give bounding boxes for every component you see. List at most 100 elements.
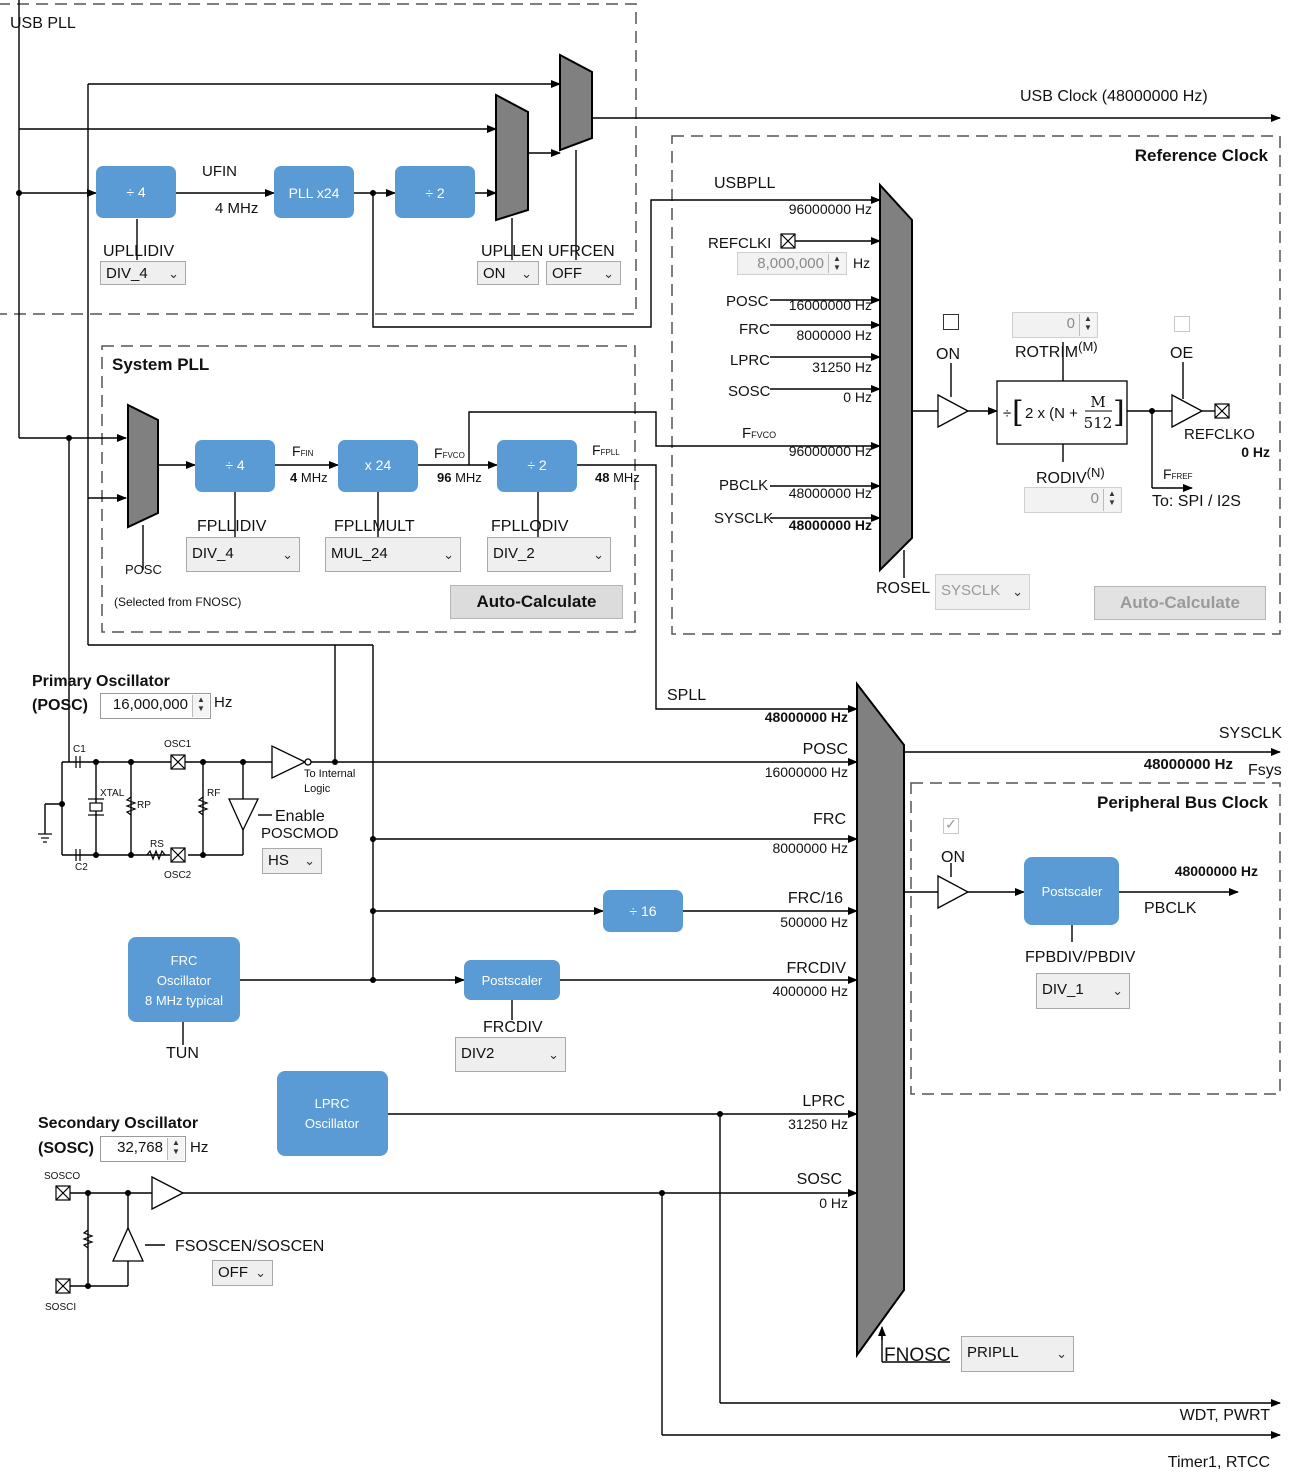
mux-posc-hz: 16000000 Hz [765,764,848,780]
fpllidiv-select[interactable]: DIV_4⌄ [186,537,300,572]
spinner-icon[interactable]: ▲▼ [1079,314,1096,336]
frc-div16-block [603,890,683,932]
usb-clock-output-label: USB Clock (48000000 Hz) [1020,88,1208,105]
chevron-down-icon: ⌄ [1112,983,1123,998]
ref-refclki-label: REFCLKI [708,235,771,252]
pbclk-hz: 48000000 Hz [1175,863,1258,879]
sosco-label: SOSCO [44,1171,80,1182]
sosc-frequency-input[interactable]: 32,768▲▼ [100,1136,186,1162]
frcdiv-value: DIV2 [461,1045,495,1062]
rosel-select[interactable]: SYSCLK⌄ [935,574,1030,610]
upll-div4-label: ÷ 4 [126,184,146,200]
posc-title-line1: Primary Oscillator [32,673,170,690]
fpllodiv-select[interactable]: DIV_2⌄ [487,537,611,572]
refclki-frequency-input[interactable]: 8,000,000▲▼ [737,252,847,275]
mux-posc-label: POSC [803,741,848,758]
ufrcen-select[interactable]: OFF⌄ [546,261,621,285]
xtal-label: XTAL [100,788,125,799]
ref-pbclk-hz: 48000000 Hz [789,485,872,501]
fpll-freq: 48 MHz [595,470,640,485]
posc-frequency-input[interactable]: 16,000,000▲▼ [100,693,211,719]
mux-frc-label: FRC [813,811,846,828]
lprc-osc-line2: Oscillator [305,1116,360,1131]
system-pll-title: System PLL [112,355,209,374]
poscmod-select[interactable]: HS⌄ [262,848,322,874]
usb-mux-2-icon [559,53,593,152]
mux-frc-hz: 8000000 Hz [772,840,848,856]
rotrim-input[interactable]: 0▲▼ [1012,312,1098,338]
osc2-label: OSC2 [164,870,192,881]
c1-label: C1 [73,744,86,755]
selected-from-fnosc: (Selected from FNOSC) [114,595,241,609]
chevron-down-icon: ⌄ [548,1047,559,1062]
soscen-buffer-icon [111,1226,145,1262]
ref-frc-hz: 8000000 Hz [796,327,872,343]
syspll-auto-calculate-button[interactable]: Auto-Calculate [450,585,623,619]
ref-clock-mux-icon [879,182,913,573]
ref-frc-label: FRC [739,321,770,338]
sosci-pin [55,1278,71,1294]
fpllidiv-label: FPLLIDIV [197,518,267,535]
formula-m: M [1090,393,1105,411]
reference-clock-title: Reference Clock [1135,146,1269,165]
spinner-icon[interactable]: ▲▼ [1103,489,1120,511]
rosel-value: SYSCLK [941,582,1001,599]
reference-clock-section [671,135,1281,635]
ref-auto-calculate-button[interactable]: Auto-Calculate [1094,586,1266,620]
oe-buffer-icon [1171,393,1204,429]
mux-spll-label: SPLL [667,687,706,704]
chevron-down-icon: ⌄ [255,1265,266,1280]
upllen-select[interactable]: ON⌄ [477,261,539,285]
checkmark-icon: ✓ [945,816,957,832]
peripheral-bus-title: Peripheral Bus Clock [1097,793,1269,812]
fpllmult-label: FPLLMULT [334,518,415,535]
mux-sosc-hz: 0 Hz [819,1195,848,1211]
fpll-label: FFPLL [592,442,620,458]
chevron-down-icon: ⌄ [168,266,179,281]
syspll-posc-label: POSC [125,562,162,577]
sosc-title-line2: (SOSC) [38,1140,94,1157]
frcdiv-select[interactable]: DIV2 ⌄ [455,1037,566,1072]
fpllmult-select[interactable]: MUL_24 ⌄ [325,537,461,572]
logic-label: Logic [304,783,331,795]
pbdiv-select[interactable]: DIV_1⌄ [1036,973,1130,1009]
mux-frcdiv-hz: 4000000 Hz [772,983,848,999]
sysclk-output-label: SYSCLK [1219,725,1282,742]
c2-label: C2 [75,862,88,873]
upll-div2-label: ÷ 2 [425,185,445,201]
rodiv-input[interactable]: 0▲▼ [1024,487,1122,513]
osc1-pin [170,754,186,770]
pb-on-checkbox[interactable]: ✓ [943,816,959,834]
ref-sysclk-hz: 48000000 Hz [789,517,872,533]
lprc-oscillator-block [277,1071,388,1156]
spinner-icon[interactable]: ▲▼ [167,1138,184,1160]
pb-postscaler-block [1024,857,1119,925]
ref-on-checkbox[interactable] [943,314,959,330]
pbdiv-label: FPBDIV/PBDIV [1025,949,1136,966]
mux-lprc-label: LPRC [802,1093,845,1110]
oe-label: OE [1170,345,1193,362]
fnosc-select[interactable]: PRIPLL⌄ [961,1336,1074,1372]
ref-refclki-hz: Hz [853,255,870,271]
upllidiv-select[interactable]: DIV_4⌄ [100,261,186,285]
spinner-icon[interactable]: ▲▼ [828,254,845,273]
lprc-osc-line1: LPRC [315,1096,350,1111]
fsoscen-select[interactable]: OFF⌄ [212,1260,273,1286]
formula-512: 512 [1084,414,1113,432]
ufrcen-label: UFRCEN [548,243,615,260]
main-clock-mux-icon [856,681,905,1359]
chevron-down-icon: ⌄ [443,547,454,562]
rf-label: RF [207,788,220,799]
ref-sosc-label: SOSC [728,383,771,400]
fpllmult-value: MUL_24 [331,545,388,562]
spinner-icon[interactable]: ▲▼ [192,695,209,717]
rodiv-label: RODIV(N) [1036,465,1105,487]
oe-checkbox[interactable] [1174,316,1190,332]
sosc-buffer-icon [151,1175,185,1211]
fsoscen-label: FSOSCEN/SOSCEN [175,1238,324,1255]
frc-postscaler-label: Postscaler [482,973,543,988]
spll-x24-block [338,440,418,492]
fvco-freq: 96 MHz [437,470,482,485]
fin-label: FFIN [292,443,314,459]
